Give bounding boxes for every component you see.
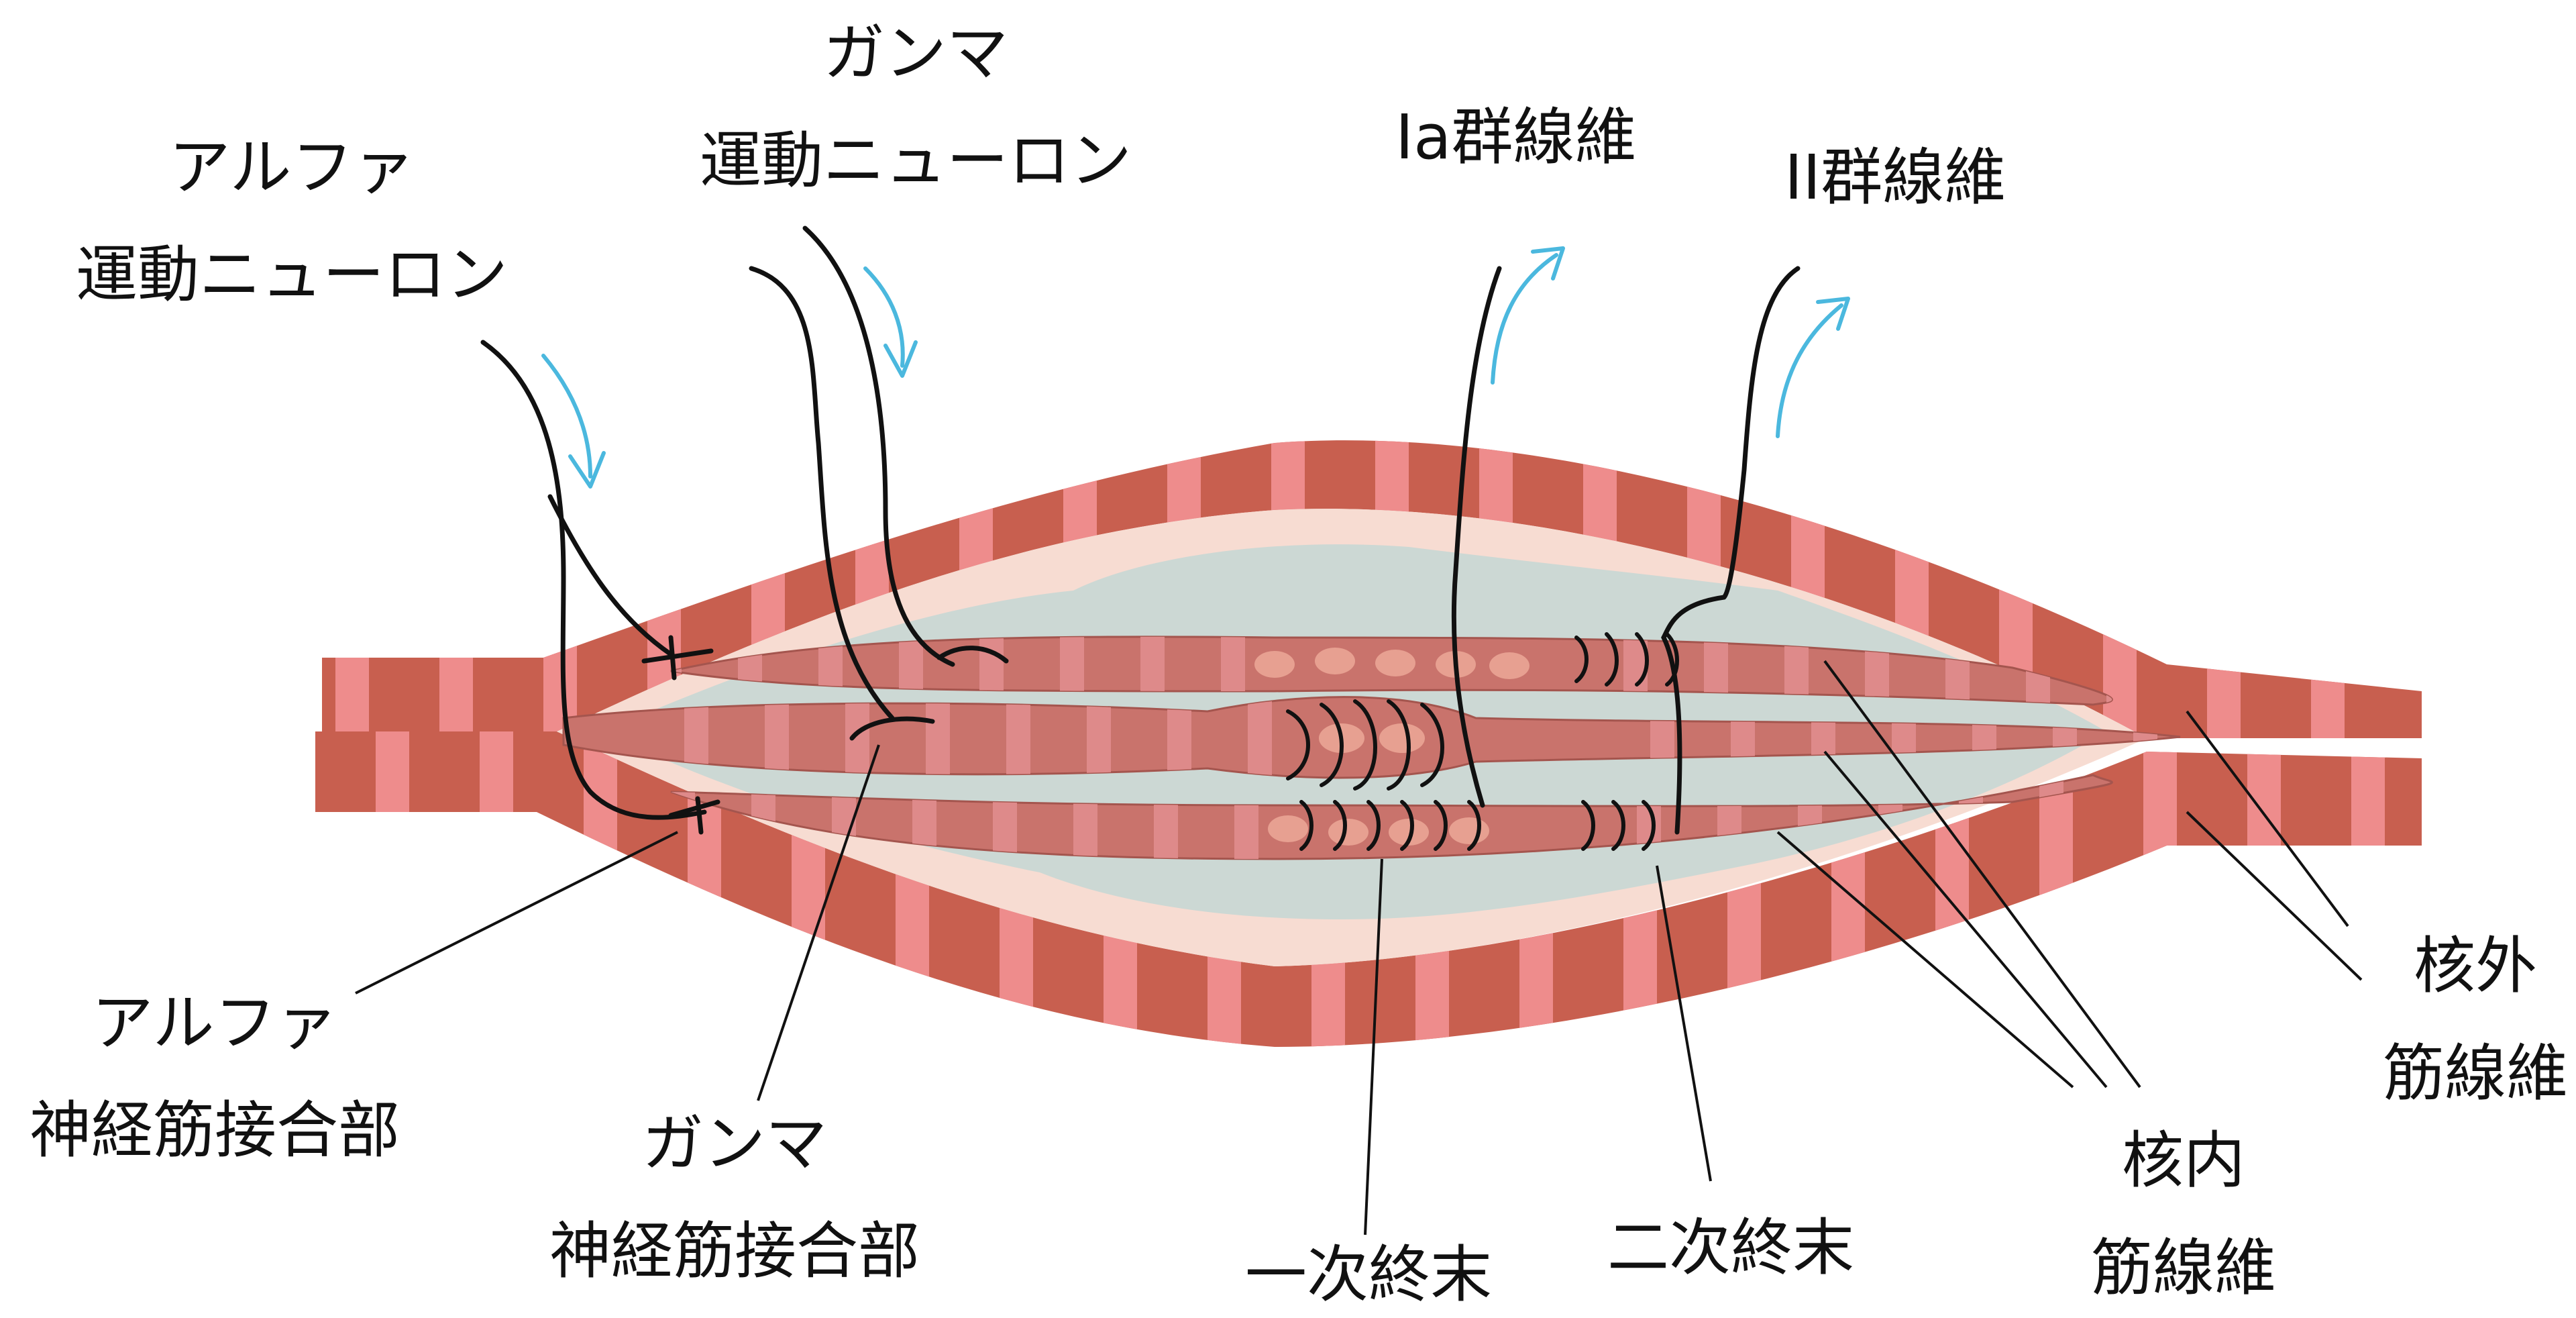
striation xyxy=(2207,403,2241,745)
nucleus xyxy=(1449,817,1489,844)
nucleus xyxy=(1489,652,1529,679)
intrafusal-fiber-label: 核内 筋線維 xyxy=(2091,1107,2276,1318)
nucleus xyxy=(1254,651,1295,678)
ia-afferent-arrow xyxy=(1493,248,1563,383)
ii-fiber-text: II群線維 xyxy=(1784,124,2006,232)
intrafusal-fiber-line-2: 筋線維 xyxy=(2091,1215,2276,1318)
gamma-nmj-line-2: 神経筋接合部 xyxy=(549,1198,920,1305)
alpha-nmj-line-1: アルファ xyxy=(30,970,400,1077)
striation xyxy=(2143,725,2177,1060)
gamma-nmj-line-1: ガンマ xyxy=(549,1091,920,1198)
striation xyxy=(584,725,617,1060)
nucleus xyxy=(1328,819,1368,846)
alpha-motor-neuron-line-1: アルファ xyxy=(76,114,508,221)
alpha-nmj-label: アルファ 神経筋接合部 xyxy=(30,970,400,1184)
striation xyxy=(543,403,577,745)
striation xyxy=(439,403,473,745)
primary-ending-label: 一次終末 xyxy=(1245,1221,1492,1318)
striation xyxy=(2103,403,2137,745)
ia-fiber-text: Ia群線維 xyxy=(1395,84,1637,191)
gamma-motor-neuron-label: ガンマ 運動ニューロン xyxy=(700,0,1132,215)
extrafusal-fiber-line-2: 筋線維 xyxy=(2383,1020,2568,1127)
nucleus xyxy=(1268,815,1308,842)
gamma-motor-neuron-line-2: 運動ニューロン xyxy=(700,107,1132,215)
secondary-ending-text: 二次終末 xyxy=(1607,1195,1854,1302)
striation xyxy=(2311,403,2345,745)
nucleus xyxy=(1375,650,1415,676)
intrafusal-fiber-line-1: 核内 xyxy=(2091,1107,2276,1215)
striation xyxy=(2351,725,2385,1060)
extrafusal-fiber-label: 核外 筋線維 xyxy=(2383,913,2568,1127)
leader-alpha-nmj xyxy=(356,832,678,993)
gamma-nmj-label: ガンマ 神経筋接合部 xyxy=(549,1091,920,1305)
alpha-motor-neuron-label: アルファ 運動ニューロン xyxy=(76,114,508,329)
alpha-nmj-line-2: 神経筋接合部 xyxy=(30,1077,400,1184)
striation xyxy=(335,403,369,745)
secondary-ending-label: 二次終末 xyxy=(1607,1195,1854,1302)
extrafusal-fiber-line-1: 核外 xyxy=(2383,913,2568,1020)
ia-fiber-label: Ia群線維 xyxy=(1395,84,1637,191)
primary-ending-text: 一次終末 xyxy=(1245,1221,1492,1318)
nucleus xyxy=(1315,648,1355,674)
ii-afferent-arrow xyxy=(1778,299,1848,436)
gamma-motor-neuron-line-1: ガンマ xyxy=(700,0,1132,107)
striation xyxy=(2247,725,2281,1060)
alpha-motor-neuron-line-2: 運動ニューロン xyxy=(76,221,508,329)
striation xyxy=(480,725,513,1060)
ii-fiber-label: II群線維 xyxy=(1784,124,2006,232)
nucleus xyxy=(1379,723,1425,753)
signal-arrows xyxy=(543,248,1848,487)
